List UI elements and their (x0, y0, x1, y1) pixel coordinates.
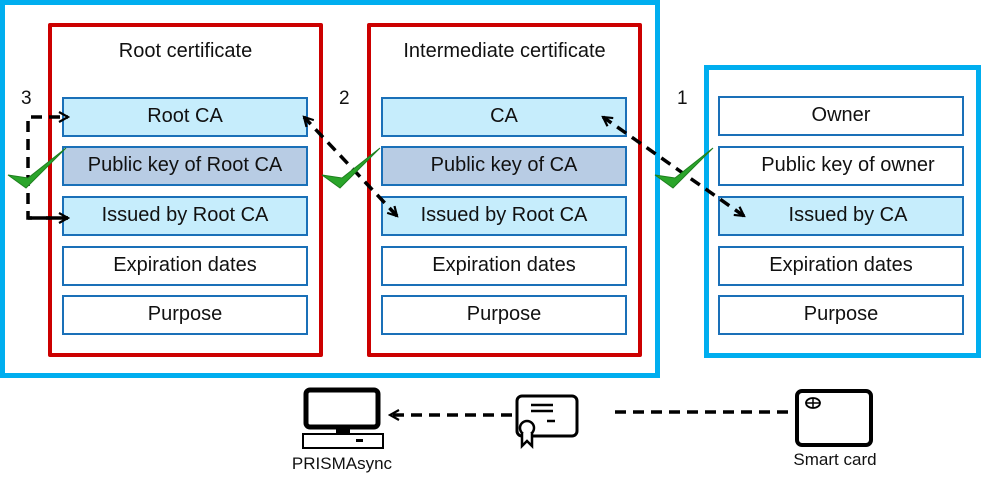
root-field-purpose: Purpose (62, 295, 308, 335)
step-number-2: 2 (339, 88, 350, 109)
root-field-subject: Root CA (62, 97, 308, 137)
step-number-1: 1 (677, 88, 688, 109)
smart-card-icon (795, 389, 873, 447)
root-field-public-key: Public key of Root CA (62, 146, 308, 186)
owner-field-issuer: Issued by CA (718, 196, 964, 236)
intermediate-certificate-title: Intermediate certificate (403, 40, 606, 62)
intermediate-field-subject: CA (381, 97, 627, 137)
intermediate-field-public-key: Public key of CA (381, 146, 627, 186)
smart-card-label: Smart card (793, 450, 877, 469)
root-field-expiration: Expiration dates (62, 246, 308, 286)
root-field-issuer: Issued by Root CA (62, 196, 308, 236)
owner-field-subject: Owner (718, 96, 964, 136)
printer-label: PRISMAsync (291, 454, 393, 473)
root-certificate-title: Root certificate (118, 40, 253, 62)
intermediate-field-purpose: Purpose (381, 295, 627, 335)
monitor-icon (302, 387, 384, 449)
owner-field-public-key: Public key of owner (718, 146, 964, 186)
owner-field-expiration: Expiration dates (718, 246, 964, 286)
intermediate-field-issuer: Issued by Root CA (381, 196, 627, 236)
intermediate-field-expiration: Expiration dates (381, 246, 627, 286)
certificate-icon (515, 394, 579, 450)
step-number-3: 3 (21, 88, 32, 109)
owner-field-purpose: Purpose (718, 295, 964, 335)
